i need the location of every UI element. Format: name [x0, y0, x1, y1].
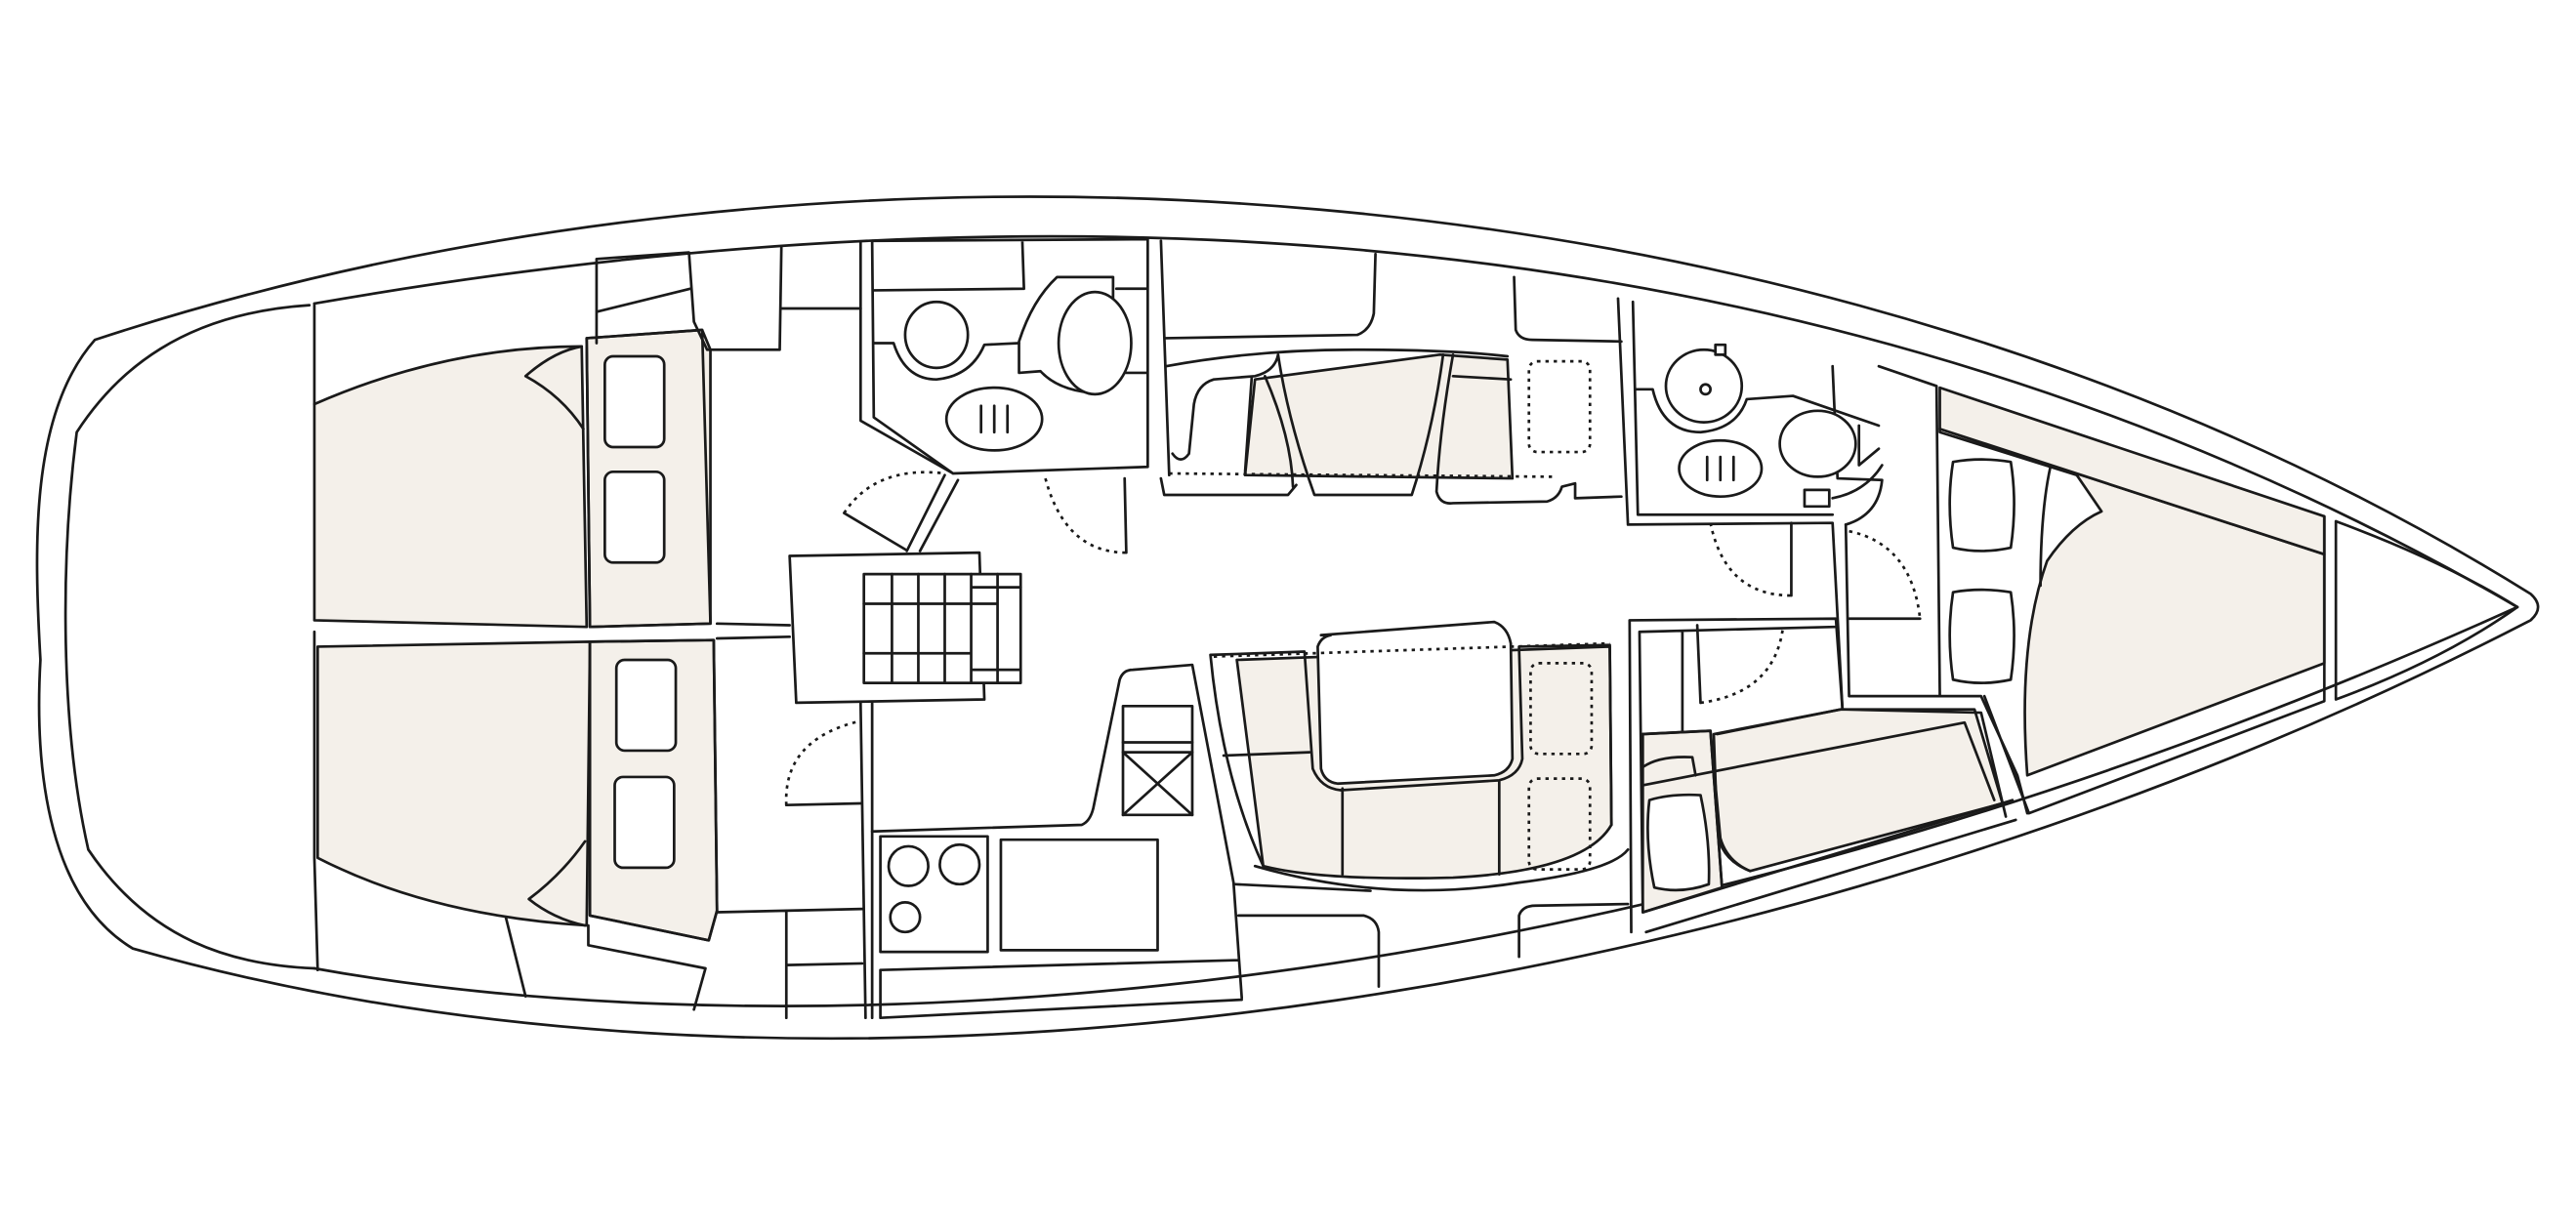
deck-line-bottom: [312, 605, 2519, 1007]
sink: [903, 300, 970, 370]
fridge: [1121, 704, 1194, 817]
saloon-table: [1316, 620, 1515, 786]
toilet-icon: [1778, 409, 1857, 478]
burner: [887, 844, 930, 887]
cushion: [1646, 793, 1711, 892]
aft-port-cabin: [312, 246, 862, 629]
aft-starboard-berth: [315, 640, 592, 927]
deck-line-top: [312, 234, 2519, 609]
forward-head: [1616, 297, 1884, 712]
cushion: [603, 470, 666, 564]
cushion: [614, 658, 678, 753]
companionway: [715, 473, 1022, 1020]
sink-counter: [999, 838, 1159, 952]
aft-starboard-cabin: [312, 630, 864, 1020]
cushion: [603, 354, 666, 449]
cushion: [1948, 458, 2015, 553]
burner: [889, 901, 922, 934]
forward-cabin: [1844, 364, 2519, 815]
bulkheads: [585, 328, 719, 942]
toilet-icon: [1057, 290, 1133, 396]
doors: [784, 471, 1922, 807]
hull-inner-top: [63, 304, 316, 970]
saloon: [1164, 252, 1630, 988]
galley: [870, 663, 1244, 1020]
burner: [938, 842, 981, 886]
cushion: [1948, 588, 2015, 684]
stairs: [862, 572, 1022, 684]
cushion: [613, 775, 676, 870]
forward-starboard-cabin: [1628, 617, 2017, 934]
aft-head: [858, 237, 1298, 497]
